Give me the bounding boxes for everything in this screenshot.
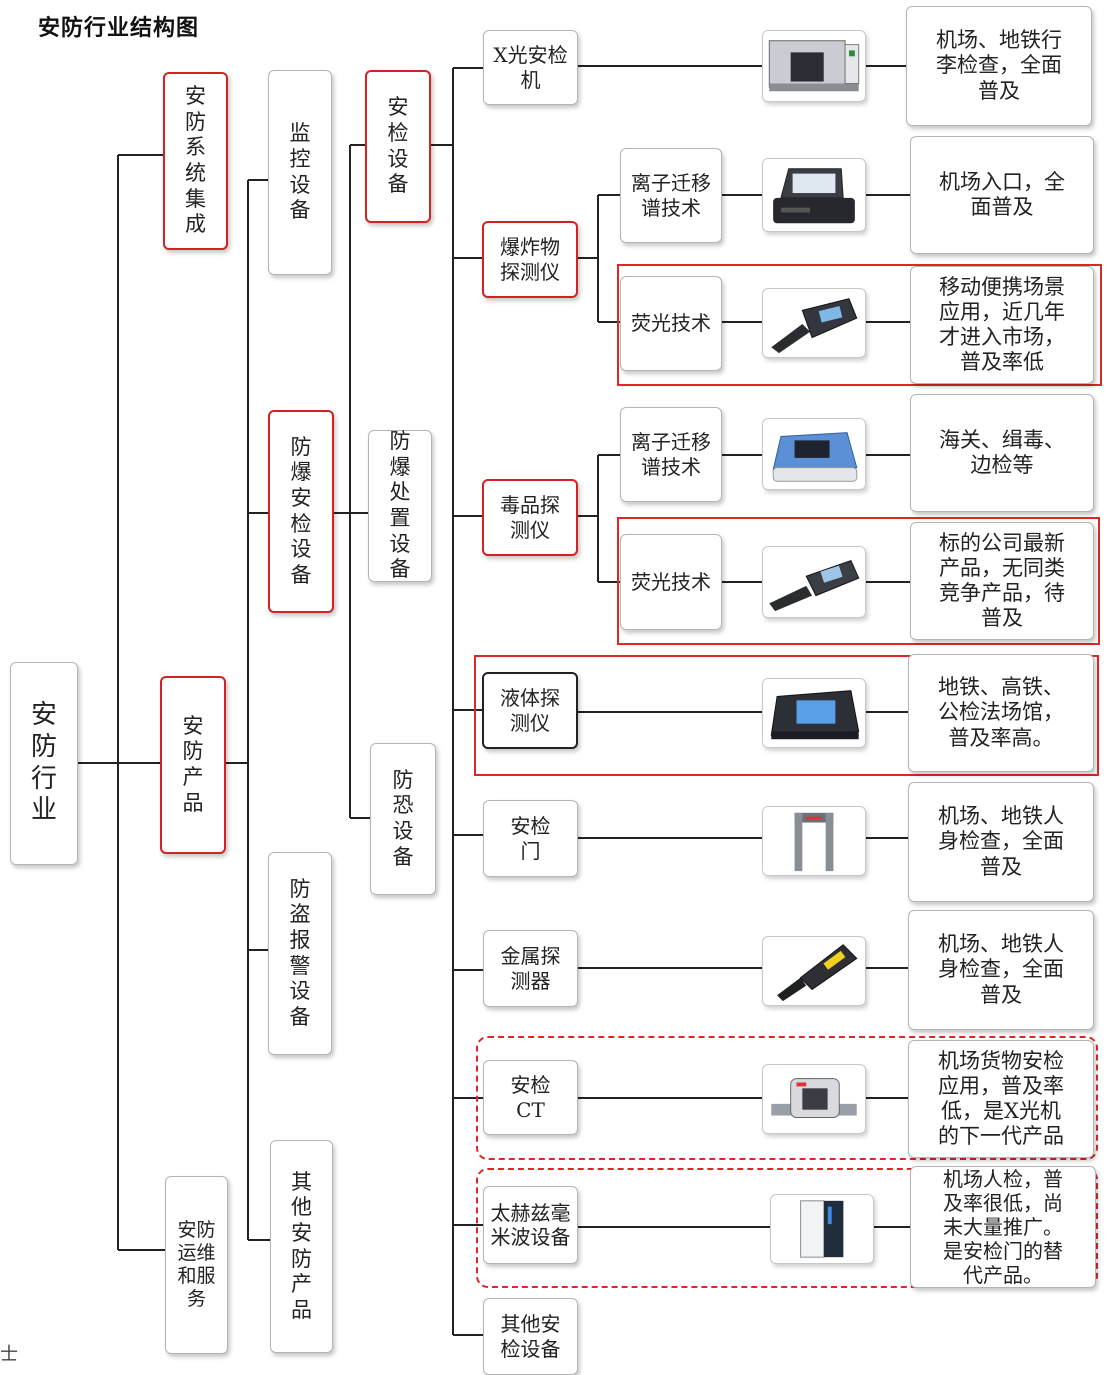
node-other-products-label: 其他安防产品 xyxy=(291,1170,312,1324)
handheld-fluorescence-detector-image xyxy=(762,288,866,358)
desc-drug-fluorescence-text: 标的公司最新 产品，无同类 竞争产品，待 普及 xyxy=(931,527,1073,636)
node-explosive-ims: 离子迁移谱技术 xyxy=(620,148,722,243)
desc-xray: 机场、地铁行 李检查，全面 普及 xyxy=(906,6,1092,126)
node-anti-theft-label: 防盗报警设备 xyxy=(290,877,311,1031)
desc-terahertz-text: 机场人检，普 及率很低，尚 未大量推广。 是安检门的替 代产品。 xyxy=(935,1163,1071,1291)
desc-explosive-ims: 机场入口，全 面普及 xyxy=(910,136,1094,254)
node-explosion-proof: 防爆安检设备 xyxy=(268,410,334,613)
desktop-drug-detector-image xyxy=(762,418,866,490)
node-other-security: 其他安检设备 xyxy=(483,1298,578,1375)
node-anti-theft: 防盗报警设备 xyxy=(268,852,332,1055)
handheld-metal-detector-image xyxy=(762,936,866,1006)
node-liquid-detector-label: 液体探测仪 xyxy=(492,684,568,737)
node-drug-fluorescence-label: 荧光技术 xyxy=(623,568,719,596)
desc-terahertz: 机场人检，普 及率很低，尚 未大量推广。 是安检门的替 代产品。 xyxy=(910,1166,1096,1288)
desc-explosive-fluorescence: 移动便携场景 应用，近几年 才进入市场， 普及率低 xyxy=(910,266,1094,384)
desc-xray-text: 机场、地铁行 李检查，全面 普及 xyxy=(928,24,1070,108)
node-explosion-proof-label: 防爆安检设备 xyxy=(291,435,312,589)
node-drug-ims-label: 离子迁移谱技术 xyxy=(623,428,719,481)
node-xray: X光安检机 xyxy=(483,30,578,105)
node-explosive-ims-label: 离子迁移谱技术 xyxy=(623,169,719,222)
desc-drug-ims-text: 海关、缉毒、 边检等 xyxy=(931,424,1073,482)
desc-security-gate: 机场、地铁人 身检查，全面 普及 xyxy=(908,782,1094,902)
desc-metal-detector-text: 机场、地铁人 身检查，全面 普及 xyxy=(930,928,1072,1012)
node-explosive-detector: 爆炸物探测仪 xyxy=(482,221,578,298)
root-label: 安防行业 xyxy=(31,700,57,827)
node-security-ct: 安检CT xyxy=(483,1060,578,1135)
node-security-ct-label: 安检CT xyxy=(503,1071,559,1124)
liquid-detector-image xyxy=(762,678,866,748)
root-node: 安防行业 xyxy=(10,662,78,865)
node-security-gate-label: 安检门 xyxy=(503,812,559,865)
node-terahertz-label: 太赫兹毫米波设备 xyxy=(484,1199,577,1252)
node-system-integration-label: 安防系统集成 xyxy=(185,84,206,238)
node-liquid-detector: 液体探测仪 xyxy=(482,672,578,749)
node-explosive-fluorescence-label: 荧光技术 xyxy=(623,309,719,337)
node-metal-detector-label: 金属探测器 xyxy=(493,942,569,995)
node-drug-ims: 离子迁移谱技术 xyxy=(620,407,722,502)
node-other-security-label: 其他安检设备 xyxy=(493,1310,569,1363)
xray-machine-image xyxy=(762,30,866,102)
node-monitoring-label: 监控设备 xyxy=(290,121,311,223)
node-anti-terror-label: 防恐设备 xyxy=(393,768,414,870)
node-system-integration: 安防系统集成 xyxy=(163,72,228,250)
node-anti-terror: 防恐设备 xyxy=(370,743,436,895)
wearable-fluorescence-detector-image xyxy=(762,546,866,618)
node-drug-detector: 毒品探测仪 xyxy=(482,479,578,556)
desc-drug-fluorescence: 标的公司最新 产品，无同类 竞争产品，待 普及 xyxy=(910,522,1094,640)
node-terahertz: 太赫兹毫米波设备 xyxy=(483,1186,578,1264)
walkthrough-gate-image xyxy=(762,806,866,876)
node-other-products: 其他安防产品 xyxy=(270,1140,333,1353)
node-ops-service: 安防运维和服务 xyxy=(165,1176,228,1354)
ims-explosive-detector-image xyxy=(762,158,866,232)
node-explosive-detector-label: 爆炸物探测仪 xyxy=(492,233,568,286)
desc-liquid-text: 地铁、高铁、 公检法场馆， 普及率高。 xyxy=(930,671,1072,755)
node-xray-label: X光安检机 xyxy=(484,41,577,94)
node-security-products: 安防产品 xyxy=(160,676,226,854)
desc-metal-detector: 机场、地铁人 身检查，全面 普及 xyxy=(908,910,1094,1030)
node-disposal: 防爆处置设备 xyxy=(368,430,432,582)
desc-drug-ims: 海关、缉毒、 边检等 xyxy=(910,394,1094,512)
node-security-check: 安检设备 xyxy=(365,70,431,223)
desc-explosive-ims-text: 机场入口，全 面普及 xyxy=(931,166,1073,224)
desc-explosive-fluorescence-text: 移动便携场景 应用，近几年 才进入市场， 普及率低 xyxy=(931,271,1073,380)
terahertz-scanner-image xyxy=(770,1194,874,1264)
node-explosive-fluorescence: 荧光技术 xyxy=(620,276,722,371)
node-metal-detector: 金属探测器 xyxy=(483,930,578,1007)
node-security-products-label: 安防产品 xyxy=(183,714,204,816)
node-drug-fluorescence: 荧光技术 xyxy=(620,534,722,630)
node-drug-detector-label: 毒品探测仪 xyxy=(492,491,568,544)
node-monitoring: 监控设备 xyxy=(268,70,332,275)
desc-liquid: 地铁、高铁、 公检法场馆， 普及率高。 xyxy=(908,654,1094,772)
node-security-gate: 安检门 xyxy=(483,800,578,877)
desc-security-gate-text: 机场、地铁人 身检查，全面 普及 xyxy=(930,800,1072,884)
corner-mark: 士 xyxy=(0,1340,18,1366)
security-ct-image xyxy=(762,1064,866,1134)
node-disposal-label: 防爆处置设备 xyxy=(390,429,411,583)
node-security-check-label: 安检设备 xyxy=(388,95,409,197)
desc-security-ct: 机场货物安检 应用，普及率 低，是X光机 的下一代产品 xyxy=(908,1040,1094,1158)
desc-security-ct-text: 机场货物安检 应用，普及率 低，是X光机 的下一代产品 xyxy=(930,1045,1072,1154)
node-ops-service-label: 安防运维和服务 xyxy=(178,1219,216,1312)
